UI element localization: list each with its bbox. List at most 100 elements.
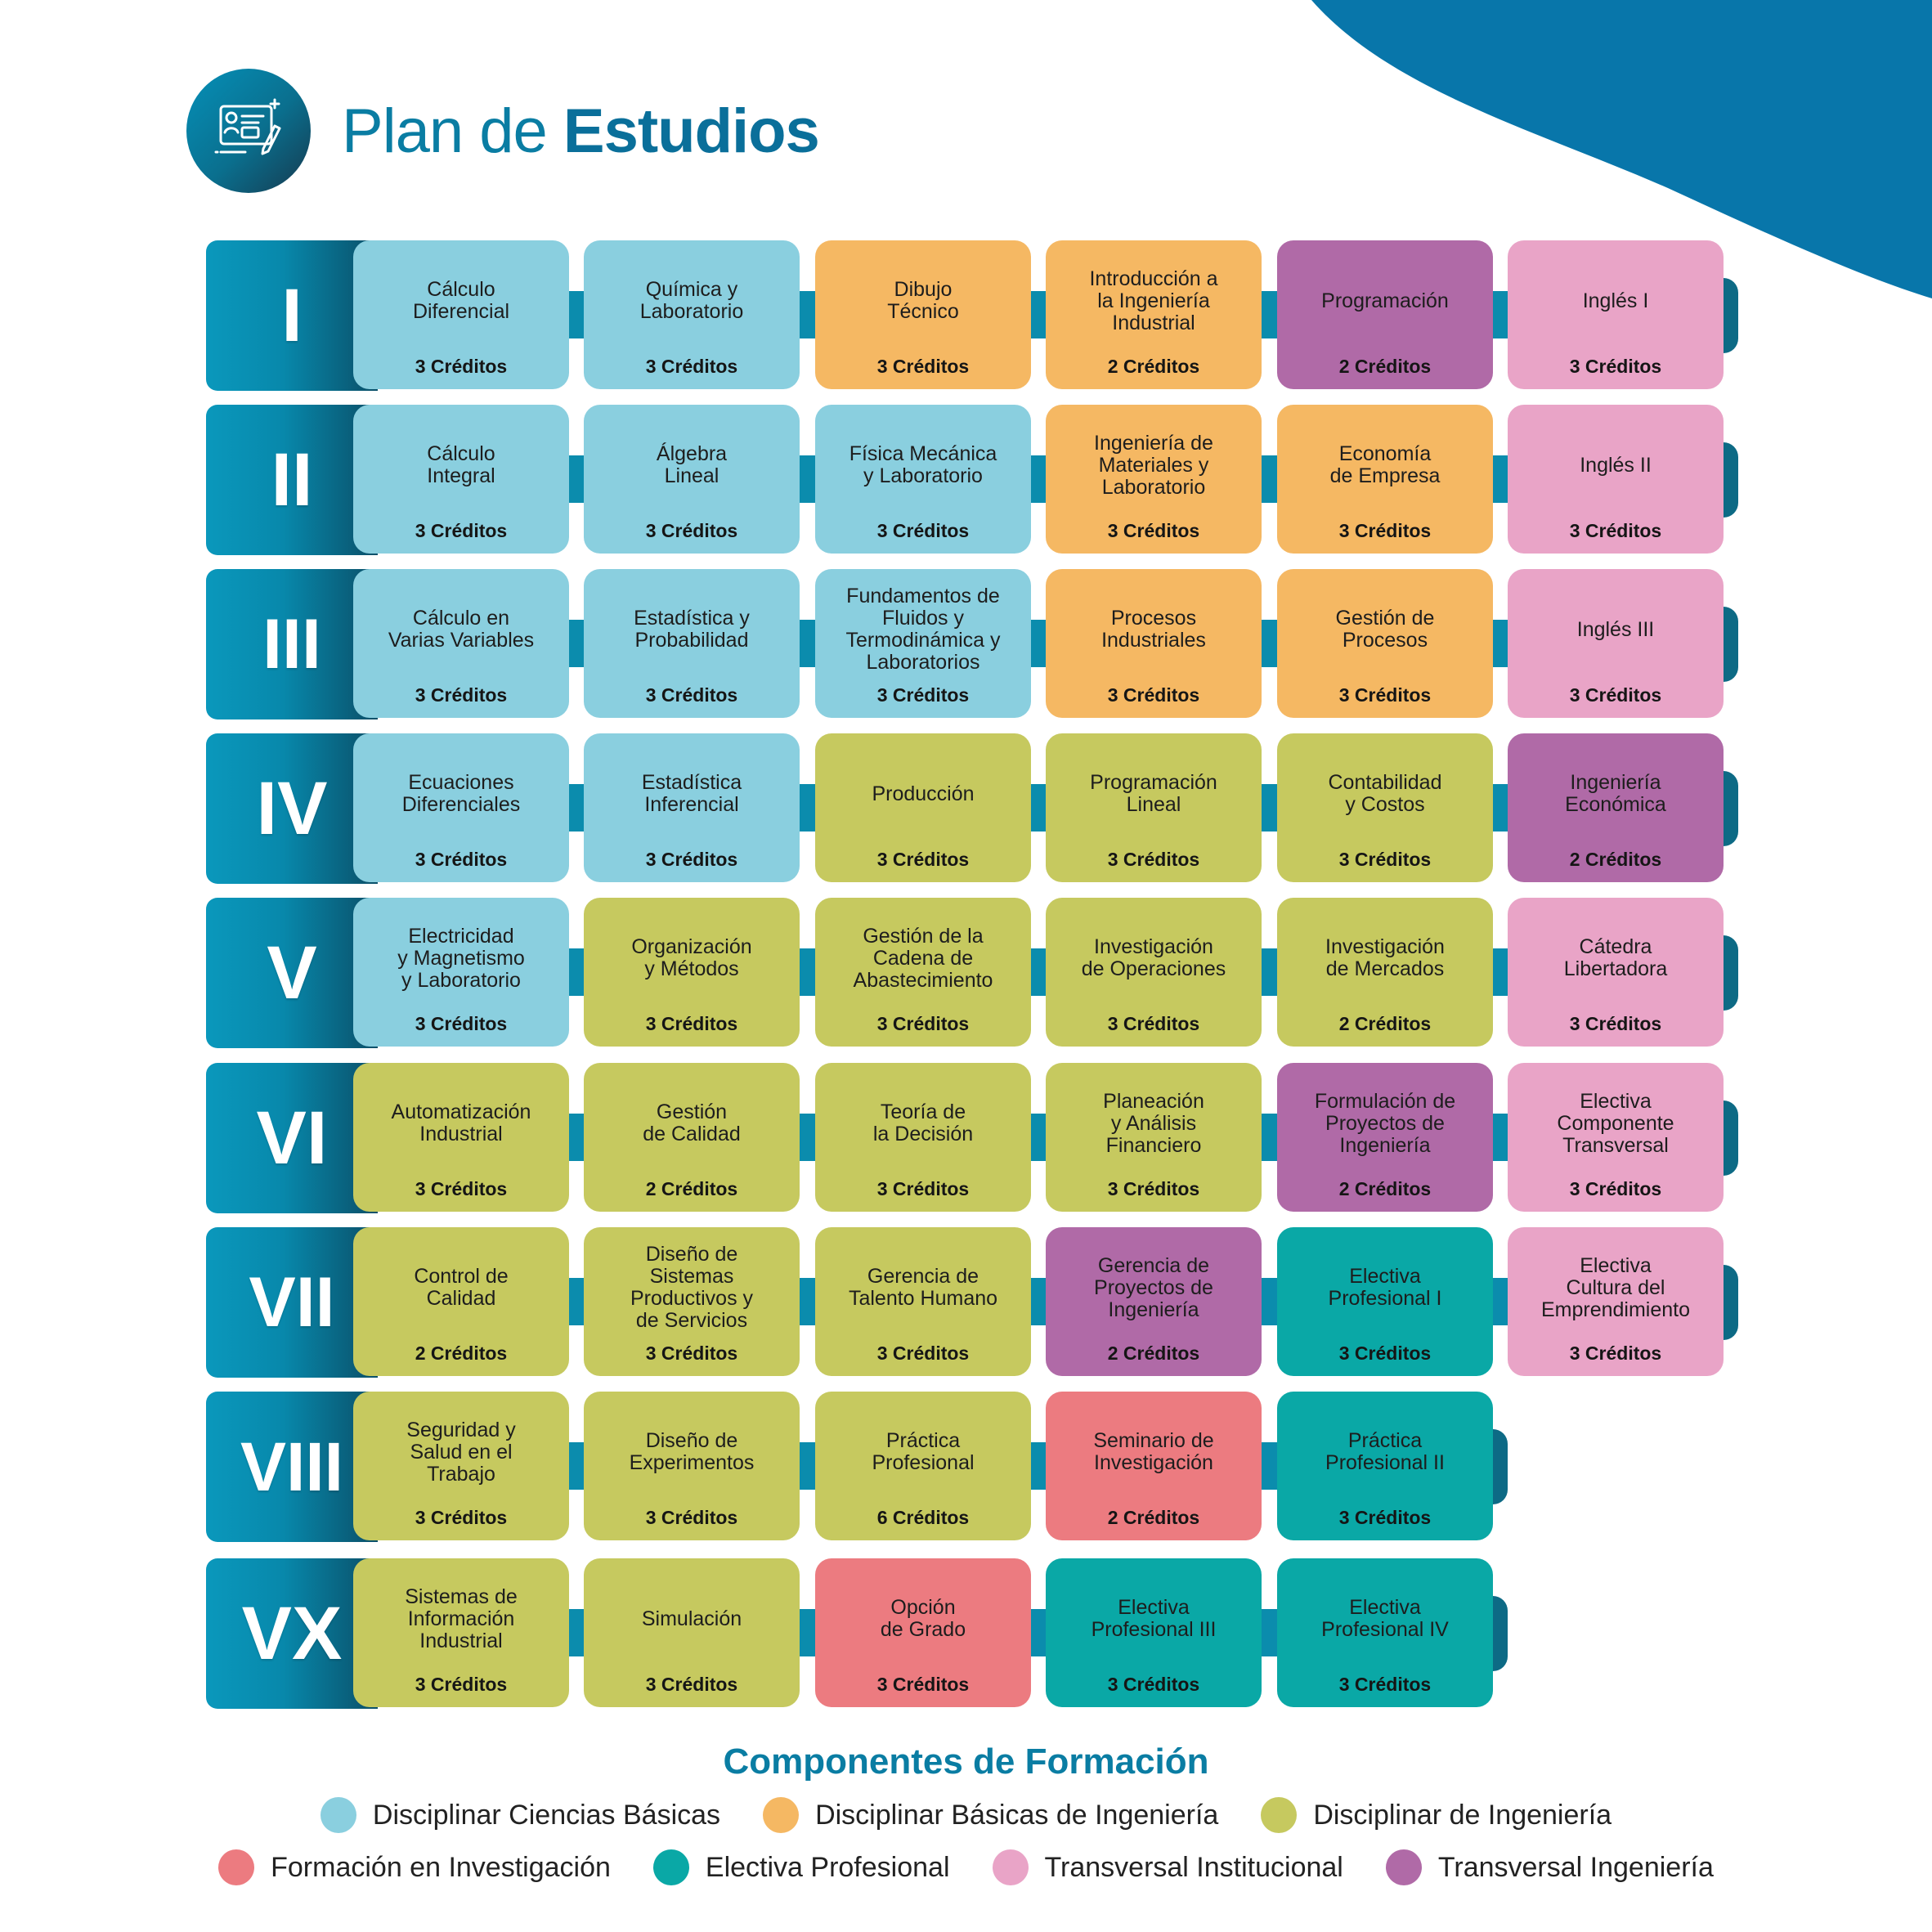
course-name: Física Mecánica y Laboratorio [849, 442, 997, 487]
course-credits: 3 Créditos [645, 1674, 738, 1695]
semester-numeral: VX [206, 1558, 378, 1709]
course-name: Sistemas de Información Industrial [405, 1585, 518, 1652]
course-credits: 3 Créditos [1107, 1178, 1200, 1199]
course-credits: 3 Créditos [645, 1507, 738, 1528]
course-credits: 3 Créditos [876, 520, 970, 541]
course-name: Diseño de Sistemas Productivos y de Serv… [630, 1243, 754, 1332]
course-credits: 3 Créditos [645, 1343, 738, 1364]
course-name: Programación Lineal [1090, 771, 1217, 816]
page-title: Plan de Estudios [342, 96, 820, 167]
legend-label: Formación en Investigación [271, 1851, 611, 1883]
title-light: Plan de [342, 96, 548, 166]
course-credits: 2 Créditos [1338, 1178, 1432, 1199]
course-name: Ingeniería Económica [1565, 771, 1666, 816]
semester-numeral: V [206, 898, 378, 1048]
course-name: Electricidad y Magnetismo y Laboratorio [397, 924, 525, 992]
course-name: Automatización Industrial [391, 1100, 531, 1145]
legend-label: Disciplinar Básicas de Ingeniería [815, 1799, 1219, 1831]
course-name: Diseño de Experimentos [629, 1429, 755, 1474]
course-credits: 3 Créditos [1569, 520, 1662, 541]
course-card: Cálculo en Varias Variables 3 Créditos [353, 569, 569, 718]
course-card: Producción 3 Créditos [815, 733, 1031, 882]
course-name: Electiva Profesional I [1328, 1265, 1442, 1310]
course-credits: 3 Créditos [645, 356, 738, 377]
course-name: Ingeniería de Materiales y Laboratorio [1094, 431, 1213, 499]
course-name: Formulación de Proyectos de Ingeniería [1314, 1089, 1456, 1157]
course-name: Ecuaciones Diferenciales [401, 771, 521, 816]
semester-numeral: III [206, 569, 378, 719]
course-credits: 3 Créditos [1338, 684, 1432, 706]
legend-item: Formación en Investigación [218, 1849, 611, 1885]
course-name: Investigación de Operaciones [1081, 935, 1226, 980]
legend-swatch [992, 1849, 1029, 1885]
course-card: Diseño de Experimentos 3 Créditos [584, 1392, 800, 1540]
course-name: Introducción a la Ingeniería Industrial [1089, 267, 1218, 334]
course-name: Cálculo en Varias Variables [388, 607, 535, 652]
course-credits: 3 Créditos [1107, 684, 1200, 706]
corner-wave-decoration [1311, 0, 1932, 298]
course-name: Práctica Profesional [872, 1429, 975, 1474]
course-name: Química y Laboratorio [639, 278, 744, 323]
legend-label: Transversal Institucional [1044, 1851, 1343, 1883]
semester-numeral: VIII [206, 1392, 378, 1542]
legend-label: Transversal Ingeniería [1437, 1851, 1714, 1883]
course-credits: 3 Créditos [876, 849, 970, 870]
legend-swatch [218, 1849, 255, 1885]
legend-item: Electiva Profesional [652, 1849, 950, 1885]
course-card: Automatización Industrial 3 Créditos [353, 1063, 569, 1212]
course-name: Producción [872, 782, 975, 805]
course-credits: 3 Créditos [876, 684, 970, 706]
course-credits: 3 Créditos [415, 1674, 508, 1695]
legend-item: Transversal Institucional [992, 1849, 1343, 1885]
course-credits: 3 Créditos [1338, 1343, 1432, 1364]
legend-item: Transversal Ingeniería [1385, 1849, 1714, 1885]
course-name: Estadística y Probabilidad [634, 607, 750, 652]
legend-swatch [652, 1849, 689, 1885]
course-credits: 3 Créditos [415, 684, 508, 706]
course-card: Química y Laboratorio 3 Créditos [584, 240, 800, 389]
course-credits: 3 Créditos [1569, 1013, 1662, 1034]
course-credits: 3 Créditos [645, 684, 738, 706]
course-credits: 3 Créditos [415, 1178, 508, 1199]
legend-swatch [1385, 1849, 1422, 1885]
course-credits: 2 Créditos [415, 1343, 508, 1364]
course-name: Contabilidad y Costos [1328, 771, 1442, 816]
course-credits: 3 Créditos [1107, 520, 1200, 541]
title-bold: Estudios [563, 96, 820, 166]
legend-item: Disciplinar Básicas de Ingeniería [763, 1797, 1218, 1833]
course-name: Teoría de la Decisión [872, 1100, 974, 1145]
course-name: Inglés I [1582, 289, 1649, 312]
course-name: Opción de Grado [880, 1596, 966, 1641]
course-credits: 3 Créditos [876, 356, 970, 377]
course-credits: 3 Créditos [1569, 1178, 1662, 1199]
course-card: Fundamentos de Fluidos y Termodinámica y… [815, 569, 1031, 718]
legend-row: Formación en Investigación Electiva Profe… [0, 1849, 1932, 1885]
course-credits: 3 Créditos [1569, 1343, 1662, 1364]
course-name: Programación [1321, 289, 1449, 312]
page-header: Plan de Estudios [186, 69, 820, 193]
